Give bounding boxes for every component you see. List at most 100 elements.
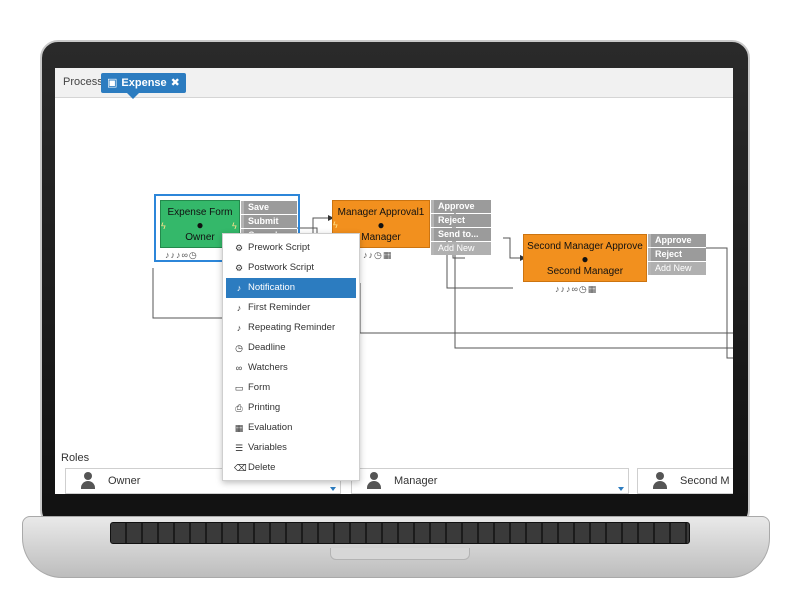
action-save[interactable]: Save [241, 201, 297, 214]
bell-icon[interactable]: ♪ [555, 284, 561, 294]
calendar-icon[interactable]: ▦ [587, 284, 598, 294]
action-approve[interactable]: Approve [431, 200, 491, 213]
book-icon: ▣ [107, 77, 118, 89]
menu-item-watchers[interactable]: ∞ Watchers [226, 358, 356, 378]
menu-item-label: Form [248, 382, 271, 393]
node-title: Second Manager Approve [527, 241, 643, 252]
chevron-down-icon[interactable] [330, 487, 336, 491]
bell-icon[interactable]: ♪ [566, 284, 572, 294]
binoculars-icon[interactable]: ∞ [571, 284, 579, 294]
person-icon [366, 472, 382, 490]
menu-item-label: Prework Script [248, 242, 310, 253]
menu-item-label: Deadline [248, 342, 286, 353]
role-card-manager[interactable]: Manager [351, 468, 629, 494]
node-actions-second-manager: Approve Reject Add New [648, 234, 706, 276]
tab-bar: Process ▣ Expense ✖ [55, 68, 733, 99]
role-name: Second M [680, 475, 730, 487]
bell-icon: ♪ [236, 323, 242, 333]
menu-item-notification[interactable]: ♪Notification [226, 278, 356, 298]
laptop-keyboard [110, 522, 690, 544]
bolt-icon: ϟ [232, 221, 237, 231]
person-icon [80, 472, 96, 490]
menu-item-evaluation[interactable]: ▦ Evaluation [226, 418, 356, 438]
action-reject[interactable]: Reject [431, 214, 491, 227]
menu-item-label: Printing [248, 402, 281, 413]
node-title: Expense Form [167, 207, 233, 218]
bolt-icon: ϟ [161, 221, 166, 231]
menu-item-label: First Reminder [248, 302, 311, 313]
trash-icon: ⌫ [234, 463, 247, 473]
person-icon: ● [196, 218, 204, 232]
laptop-trackpad-notch [330, 548, 470, 560]
gears-icon: ⚙ [234, 263, 244, 273]
process-canvas[interactable]: Expense Form ● Owner ϟ ϟ Save Submit Can… [55, 98, 733, 448]
person-icon: ● [581, 252, 589, 266]
bell-icon[interactable]: ♪ [363, 250, 369, 260]
menu-item-delete[interactable]: ⌫Delete [226, 458, 356, 478]
monitor-icon: ▭ [234, 383, 244, 393]
calendar-icon: ▦ [234, 423, 244, 433]
clock-icon[interactable]: ◷ [578, 284, 588, 294]
menu-item-deadline[interactable]: ◷ Deadline [226, 338, 356, 358]
clock-icon: ◷ [235, 343, 243, 353]
node-icons-expense-form: ♪♪♪∞◷ [165, 250, 198, 261]
person-icon: ● [377, 218, 385, 232]
menu-item-label: Variables [248, 442, 287, 453]
menu-item-label: Postwork Script [248, 262, 314, 273]
menu-item-repeating-reminder[interactable]: ♪ Repeating Reminder [226, 318, 356, 338]
tab-expense[interactable]: ▣ Expense ✖ [101, 73, 186, 99]
person-icon [652, 472, 668, 490]
tab-process[interactable]: Process [63, 76, 103, 88]
node-title: Manager Approval1 [337, 207, 425, 218]
binoculars-icon: ∞ [235, 363, 243, 373]
action-submit[interactable]: Submit [241, 215, 297, 228]
bell-icon[interactable]: ♪ [176, 250, 182, 260]
bell-icon: ♪ [236, 303, 242, 313]
action-add-new[interactable]: Add New [431, 242, 491, 255]
action-approve[interactable]: Approve [648, 234, 706, 247]
action-add-new[interactable]: Add New [648, 262, 706, 275]
menu-item-form[interactable]: ▭ Form [226, 378, 356, 398]
list-icon: ☰ [234, 443, 244, 453]
action-send-to[interactable]: Send to... [431, 228, 491, 241]
clock-icon[interactable]: ◷ [188, 250, 198, 260]
connector-bottom [359, 283, 733, 334]
gears-icon: ⚙ [234, 243, 244, 253]
close-icon[interactable]: ✖ [170, 77, 180, 89]
node-role: Second Manager [546, 266, 624, 277]
bell-icon[interactable]: ♪ [165, 250, 171, 260]
chevron-down-icon[interactable] [618, 487, 624, 491]
role-name: Manager [394, 475, 438, 487]
menu-item-postwork-script[interactable]: ⚙ Postwork Script [226, 258, 356, 278]
node-second-manager-approve[interactable]: Second Manager Approve ● Second Manager [523, 234, 647, 282]
action-reject[interactable]: Reject [648, 248, 706, 261]
node-actions-manager: Approve Reject Send to... Add New [431, 200, 491, 256]
screen: Process ▣ Expense ✖ [55, 68, 733, 494]
printer-icon: ⎙ [235, 403, 243, 413]
connector-to-second-manager [503, 237, 520, 259]
menu-item-printing[interactable]: ⎙ Printing [226, 398, 356, 418]
menu-item-variables[interactable]: ☰ Variables [226, 438, 356, 458]
connector-second-approve [706, 247, 733, 359]
bell-icon[interactable]: ♪ [368, 250, 374, 260]
menu-item-label: Repeating Reminder [248, 322, 336, 333]
menu-item-first-reminder[interactable]: ♪ First Reminder [226, 298, 356, 318]
node-actions-expense-form: Save Submit Cancel [241, 201, 297, 237]
menu-item-label: Watchers [248, 362, 288, 373]
menu-item-prework-script[interactable]: ⚙ Prework Script [226, 238, 356, 258]
menu-item-label: Notification [248, 282, 295, 293]
tab-expense-label: Expense [121, 77, 167, 89]
role-name: Owner [108, 475, 141, 487]
node-icons-second-manager: ♪♪♪∞◷▦ [555, 284, 597, 295]
node-role: Manager [361, 232, 401, 243]
clock-icon[interactable]: ◷ [374, 250, 383, 260]
menu-item-label: Delete [248, 462, 276, 473]
binoculars-icon[interactable]: ∞ [181, 250, 189, 260]
connector-loop-back [152, 268, 225, 319]
bell-icon[interactable]: ♪ [170, 250, 176, 260]
menu-item-label: Evaluation [248, 422, 293, 433]
calendar-icon[interactable]: ▦ [382, 250, 393, 260]
roles-heading: Roles [61, 452, 90, 464]
bell-icon[interactable]: ♪ [560, 284, 566, 294]
role-card-second-manager[interactable]: Second M [637, 468, 733, 494]
